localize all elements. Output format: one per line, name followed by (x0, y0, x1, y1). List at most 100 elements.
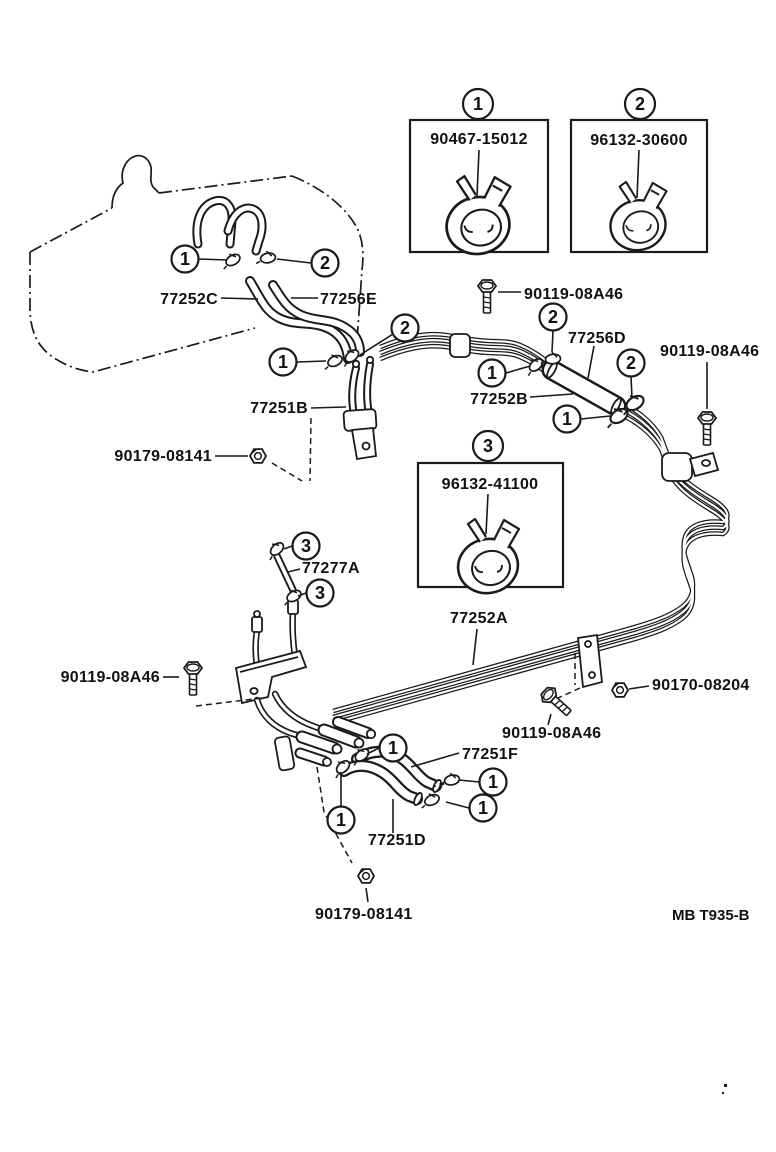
callout-number: 1 (388, 738, 398, 758)
leader-line (529, 393, 574, 398)
leader-line (296, 360, 327, 363)
label-77252A: 77252A (450, 610, 508, 627)
dashed-line (271, 462, 303, 482)
breather-hose-right-fill (225, 205, 265, 254)
callout-number: 1 (180, 249, 190, 269)
callout-circle-3 (291, 531, 321, 561)
callout-number: 1 (488, 772, 498, 792)
figure-code: MB T935-B (672, 907, 750, 924)
callout-markers: 1 2 2 1 2 2 1 1 3 3 1 1 1 1 (170, 244, 646, 835)
assembly-bracket-fold-line (239, 656, 299, 673)
tank-filler-neck (111, 154, 160, 209)
label-77251B: 77251B (250, 400, 308, 417)
leader-lines (163, 258, 708, 903)
leader-line (551, 330, 554, 353)
label-77252C: 77252C (160, 291, 218, 308)
assembly-plate (274, 735, 296, 772)
leader-line (476, 149, 480, 197)
leader-line (505, 365, 531, 374)
pipe-assembly-bottom-left (234, 593, 377, 772)
union-fitting-fill (297, 732, 339, 753)
label-90119-08A46-bottom: 90119-08A46 (502, 725, 601, 742)
dashed-line (309, 417, 312, 482)
leader-line (366, 747, 380, 755)
callout-number: 1 (473, 94, 483, 114)
bracket-hole (584, 640, 592, 648)
tank-left-bottom-edge (29, 252, 256, 373)
hose-77256E-fill (270, 282, 363, 355)
tank-top-left-edge (29, 207, 113, 253)
main-pipe-bundle-77252A (333, 334, 727, 723)
leader-line (485, 493, 489, 535)
callout-circle-2 (623, 87, 657, 121)
callout-circle-1 (326, 805, 356, 835)
dashed-line (195, 697, 263, 707)
leader-line (365, 887, 369, 903)
label-77277A: 77277A (302, 560, 360, 577)
tank-top-edge (158, 175, 293, 194)
callout-number: 3 (483, 436, 493, 456)
hose-77252C-fill (247, 278, 351, 362)
callout-number: 1 (487, 363, 497, 383)
strap-bracket (577, 633, 603, 689)
tank-right-edge (291, 175, 364, 342)
pipe-end-eyelet (253, 610, 261, 618)
label-90119-08A46-lower-left: 90119-08A46 (61, 669, 160, 686)
banjo-fitting (365, 355, 375, 365)
tank-outlet-hoses (245, 276, 365, 364)
leader-line (276, 258, 312, 264)
damper-body-fill (544, 362, 624, 414)
label-77251D: 77251D (368, 832, 426, 849)
callout-number: 1 (478, 798, 488, 818)
dashed-locator-lines (195, 417, 581, 864)
label-77256E: 77256E (320, 291, 377, 308)
label-90119-08A46-top: 90119-08A46 (524, 286, 623, 303)
callout-circle-2 (390, 313, 420, 343)
bolt-icon (697, 411, 717, 446)
callout-circle-1 (478, 767, 508, 797)
leader-line (458, 779, 480, 783)
callout-circle-1 (268, 347, 298, 377)
callout-number: 2 (400, 318, 410, 338)
label-90179-08141-upper: 90179-08141 (114, 448, 212, 465)
callout-number: 2 (320, 253, 330, 273)
scan-specks (722, 1084, 727, 1094)
callout-circle-2 (616, 348, 646, 378)
lower-tube-b-fill (273, 692, 328, 733)
callout-number: 2 (548, 307, 558, 327)
pipe-grommet-block (449, 333, 471, 358)
pipe-grommet-block (661, 452, 693, 482)
leader-line (410, 752, 460, 768)
speck (722, 1092, 724, 1094)
callout-number: 2 (635, 94, 645, 114)
callout-number: 1 (562, 409, 572, 429)
part-number-96132-30600: 96132-30600 (590, 132, 688, 149)
bolt-icon (183, 661, 203, 696)
part-number-90467-15012: 90467-15012 (430, 131, 528, 148)
part-number-labels: 77252C 77256E 90119-08A46 77256D 90119-0… (61, 286, 759, 923)
tank-breather-hoses (192, 196, 279, 270)
callout-circle-3 (471, 429, 505, 463)
leader-line (636, 149, 640, 199)
callout-number: 1 (336, 810, 346, 830)
right-side-brackets (577, 451, 720, 689)
bolt-icon (537, 683, 576, 721)
label-90179-08141-lower: 90179-08141 (315, 906, 413, 923)
clamp-icon (419, 791, 443, 809)
label-90119-08A46-right: 90119-08A46 (660, 343, 759, 360)
callout-number: 1 (278, 352, 288, 372)
hose-77251D-fill (340, 762, 421, 803)
callout-number: 2 (626, 353, 636, 373)
hose-end-cap (413, 792, 423, 806)
label-77251F: 77251F (462, 746, 518, 763)
legend-boxes: 1 2 3 90467-15012 96132-30600 96132-4110… (408, 87, 709, 600)
union-fitting-fill (296, 749, 328, 765)
callout-circle-2 (310, 248, 340, 278)
label-77256D: 77256D (568, 330, 626, 347)
hose-end-cap (432, 779, 442, 793)
assembly-bracket (234, 649, 308, 705)
callout-circle-3 (305, 578, 335, 608)
leader-line (287, 568, 301, 573)
